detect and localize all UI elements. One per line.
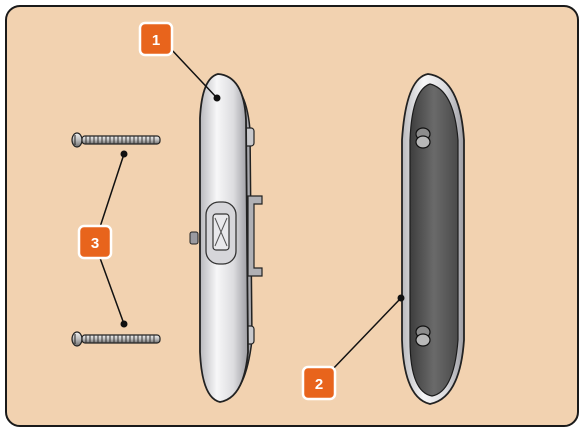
callout-3-label: 3 [91, 235, 99, 252]
callout-2-label: 2 [315, 376, 323, 393]
device-front-cover-icon [189, 73, 263, 403]
leader-dot-1 [213, 94, 221, 102]
callout-3: 3 [77, 224, 113, 260]
leader-line-3b [99, 257, 125, 325]
leader-lines [99, 47, 405, 373]
device-back-plate [401, 73, 465, 405]
background-panel [5, 5, 579, 427]
leader-dot-2 [397, 294, 405, 302]
leader-dot-3a [120, 150, 128, 158]
callout-1-label: 1 [152, 32, 160, 49]
callout-2: 2 [301, 365, 337, 401]
callout-1: 1 [138, 21, 174, 57]
leader-line-1 [169, 47, 218, 99]
screw-icon [71, 331, 161, 347]
leader-line-2 [329, 297, 402, 373]
screw-bottom [71, 331, 161, 347]
leader-dot-3b [120, 320, 128, 328]
device-front-cover [189, 73, 263, 403]
device-back-plate-icon [401, 73, 465, 405]
screw-icon [71, 132, 161, 148]
leader-line-3a [99, 153, 125, 228]
screw-top [71, 132, 161, 148]
